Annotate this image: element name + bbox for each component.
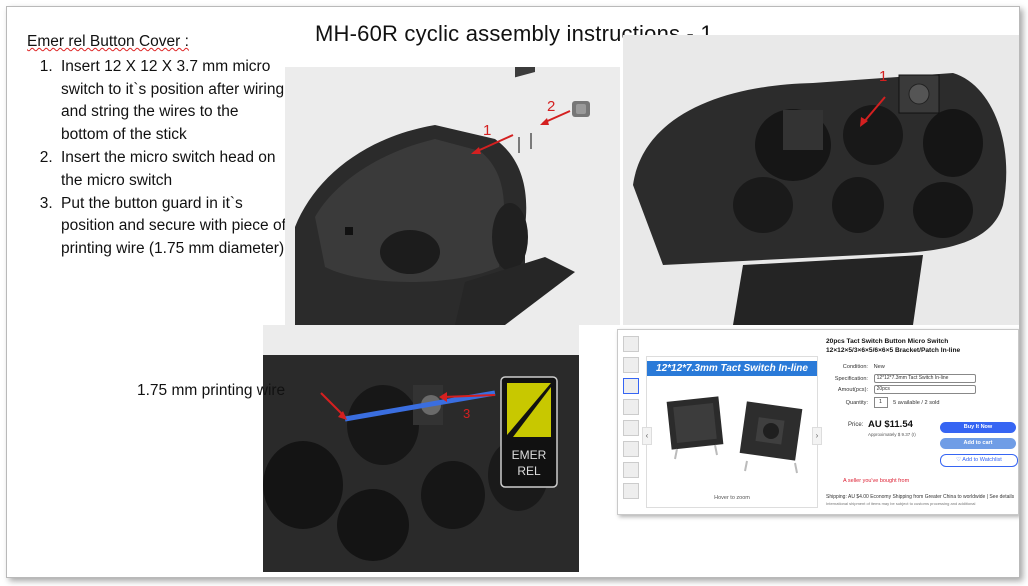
amount-row: Amout(pcs): 20pcs (826, 385, 976, 394)
amount-select[interactable]: 20pcs (873, 385, 976, 394)
shipping-note: International shipment of items may be s… (826, 500, 976, 506)
guard-text-line1: EMER (512, 448, 547, 462)
thumbnail[interactable] (623, 420, 639, 436)
guard-text-line2: REL (517, 464, 541, 478)
callout-2: 2 (547, 98, 555, 115)
render-switch-mount: 1 (623, 35, 1019, 325)
seller-note: A seller you've bought from (843, 478, 910, 484)
slide: MH-60R cyclic assembly instructions - 1 … (6, 6, 1020, 578)
steps-list: Insert 12 X 12 X 3.7 mm micro switch to … (27, 56, 289, 261)
thumbnail[interactable] (623, 336, 639, 352)
thumbnail[interactable] (623, 462, 639, 478)
step-item: Put the button guard in it`s position an… (57, 193, 289, 261)
image-banner: 12*12*7.3mm Tact Switch In-line (647, 361, 817, 376)
thumbnail[interactable] (623, 441, 639, 457)
button-guard-part: EMER REL (500, 376, 558, 488)
instructions-heading: Emer rel Button Cover : (27, 33, 189, 50)
render-button-guard: EMER REL 3 (263, 325, 579, 572)
render-switch-insertion: 1 2 (285, 67, 620, 325)
shipping-label: Shipping: (826, 494, 847, 500)
step-item: Insert the micro switch head on the micr… (57, 147, 289, 193)
buy-it-now-button[interactable]: Buy It Now (940, 422, 1016, 433)
quantity-label: Quantity: (845, 399, 868, 406)
specification-select[interactable]: 12*12*7.3mm Tact Switch In-line (873, 374, 976, 383)
thumbnail-strip[interactable] (622, 336, 640, 504)
thumbnail[interactable] (623, 399, 639, 415)
condition-value: New (873, 364, 885, 370)
add-to-watchlist-button[interactable]: ♡ Add to Watchlist (940, 454, 1018, 467)
add-to-cart-button[interactable]: Add to cart (940, 438, 1016, 449)
thumbnail[interactable] (623, 357, 639, 373)
amount-label: Amout(pcs): (837, 386, 868, 393)
next-image-arrow[interactable]: › (812, 427, 822, 445)
condition-label: Condition: (842, 364, 868, 370)
micro-switch-part (515, 67, 535, 153)
instructions-text: Emer rel Button Cover : Insert 12 X 12 X… (27, 31, 289, 261)
specification-label: Specification: (834, 375, 868, 382)
callout-3: 3 (463, 406, 470, 421)
quantity-input[interactable]: 1 (873, 397, 888, 408)
price-label: Price: (848, 422, 864, 428)
price-value: AU $11.54 (868, 419, 913, 430)
micro-switch-part (898, 74, 940, 114)
condition-row: Condition: New (826, 364, 885, 370)
callout-1: 1 (879, 68, 887, 85)
product-main-image[interactable]: 12*12*7.3mm Tact Switch In-line ‹ › Hove… (642, 356, 822, 508)
prev-image-arrow[interactable]: ‹ (642, 427, 652, 445)
switch-head-part (572, 101, 590, 117)
printing-wire (344, 390, 496, 422)
step-item: Insert 12 X 12 X 3.7 mm micro switch to … (57, 56, 289, 147)
product-listing-screenshot: 12*12*7.3mm Tact Switch In-line ‹ › Hove… (617, 329, 1019, 515)
hover-hint: Hover to zoom (714, 495, 750, 501)
shipping-text: AU $4.00 Economy Shipping from Greater C… (847, 494, 1015, 500)
shipping-info: Shipping: AU $4.00 Economy Shipping from… (826, 494, 1016, 507)
availability-text: 5 available / 2 sold (893, 399, 940, 406)
product-title: 20pcs Tact Switch Button Micro Switch 12… (826, 338, 961, 354)
thumbnail-selected[interactable] (623, 378, 639, 394)
quantity-row: Quantity: 1 5 available / 2 sold (826, 397, 939, 408)
thumbnail[interactable] (623, 483, 639, 499)
wire-label: 1.75 mm printing wire (137, 382, 286, 399)
specification-row: Specification: 12*12*7.3mm Tact Switch I… (826, 374, 976, 383)
callout-1: 1 (483, 122, 491, 139)
approx-price: Approximately $ 9.37 (I) (868, 432, 916, 437)
